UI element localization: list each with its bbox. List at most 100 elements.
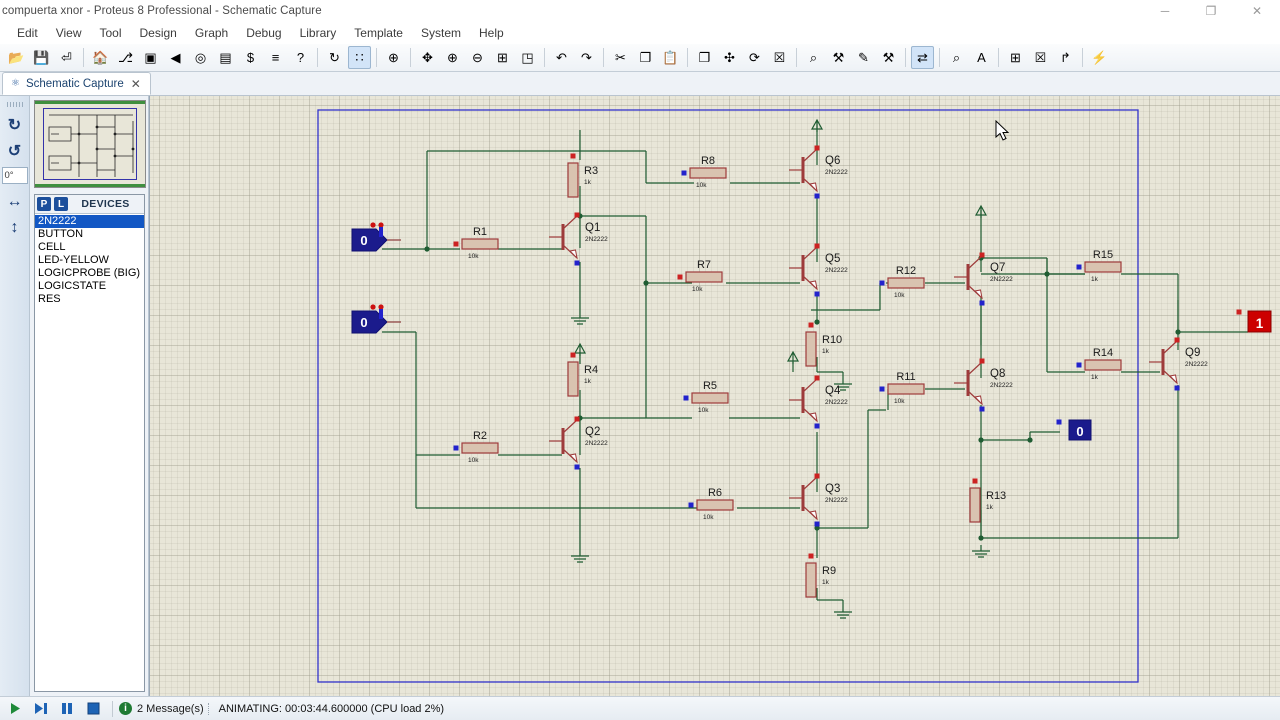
- rotation-angle-field[interactable]: 0°: [1, 167, 28, 184]
- exit-sheet-button[interactable]: ↱: [1054, 46, 1077, 69]
- grid-toggle-button[interactable]: ∷: [348, 46, 371, 69]
- save-button[interactable]: 💾: [30, 46, 53, 69]
- rotate-counterclockwise-button[interactable]: ↺: [7, 143, 22, 160]
- menu-debug[interactable]: Debug: [246, 26, 282, 40]
- menu-edit[interactable]: Edit: [17, 26, 38, 40]
- device-list-item[interactable]: LOGICPROBE (BIG): [38, 267, 141, 279]
- device-list-item[interactable]: LOGICSTATE: [38, 280, 107, 292]
- minimize-button[interactable]: ─: [1160, 4, 1170, 18]
- pan-button[interactable]: ✥: [416, 46, 439, 69]
- library-manager-button[interactable]: L: [54, 197, 68, 211]
- mirror-vertical-button[interactable]: ↕: [10, 219, 19, 236]
- device-list-item[interactable]: CELL: [38, 241, 66, 253]
- home-button[interactable]: 🏠: [89, 46, 112, 69]
- block-move-button[interactable]: ✣: [718, 46, 741, 69]
- report-button[interactable]: ≡: [264, 46, 287, 69]
- device-list-item[interactable]: 2N2222: [35, 215, 144, 228]
- pause-button[interactable]: [54, 698, 80, 720]
- pick-device-button[interactable]: ⌕: [802, 46, 825, 69]
- zoom-out-button[interactable]: ⊖: [466, 46, 489, 69]
- overview-preview[interactable]: [34, 100, 146, 188]
- device-list-item[interactable]: LED-YELLOW: [38, 254, 109, 266]
- block-delete-button[interactable]: ☒: [768, 46, 791, 69]
- redo-button[interactable]: ↷: [575, 46, 598, 69]
- device-list-item[interactable]: RES: [38, 293, 61, 305]
- schematic-capture-button[interactable]: ⎇: [114, 46, 137, 69]
- bill-of-materials-button[interactable]: ▤: [214, 46, 237, 69]
- resistor-body[interactable]: [689, 167, 727, 179]
- resistor-body[interactable]: [691, 392, 729, 404]
- block-copy-button[interactable]: ❐: [693, 46, 716, 69]
- menu-library[interactable]: Library: [299, 26, 337, 40]
- maximize-button[interactable]: ❐: [1205, 4, 1217, 18]
- block-rotate-button[interactable]: ⟳: [743, 46, 766, 69]
- menu-view[interactable]: View: [55, 26, 82, 40]
- simulation-button[interactable]: ◎: [189, 46, 212, 69]
- close-button[interactable]: ✕: [1251, 4, 1263, 18]
- tab-schematic-capture[interactable]: ⚛ Schematic Capture ✕: [2, 72, 151, 95]
- resistor-body[interactable]: [1084, 261, 1122, 273]
- stop-button[interactable]: [80, 698, 106, 720]
- menu-help[interactable]: Help: [479, 26, 504, 40]
- resistor-body[interactable]: [567, 162, 579, 198]
- resistor-body[interactable]: [969, 487, 981, 523]
- resistor-body[interactable]: [696, 499, 734, 511]
- transistor-emitter-arrow: [808, 412, 818, 423]
- netlist-button[interactable]: ⚡: [1088, 46, 1111, 69]
- zoom-all-button[interactable]: ◳: [516, 46, 539, 69]
- tab-close-icon[interactable]: ✕: [130, 76, 141, 91]
- packaging-tool-button[interactable]: ✎: [852, 46, 875, 69]
- logic-state-body[interactable]: [1068, 419, 1092, 441]
- rotate-clockwise-button[interactable]: ↻: [7, 117, 22, 134]
- property-assignment-button[interactable]: A: [970, 46, 993, 69]
- search-tag-button[interactable]: ⌕: [945, 46, 968, 69]
- logic-input-body[interactable]: [351, 310, 388, 334]
- resistor-body[interactable]: [685, 271, 723, 283]
- zoom-area-button[interactable]: ⊞: [491, 46, 514, 69]
- resistor-body[interactable]: [1084, 359, 1122, 371]
- undo-button[interactable]: ↶: [550, 46, 573, 69]
- copy-button[interactable]: ❐: [634, 46, 657, 69]
- menu-design[interactable]: Design: [139, 26, 177, 40]
- menu-graph[interactable]: Graph: [194, 26, 229, 40]
- resistor-body[interactable]: [461, 238, 499, 250]
- menu-system[interactable]: System: [420, 26, 461, 40]
- new-sheet-button[interactable]: ⊞: [1004, 46, 1027, 69]
- resistor-body[interactable]: [887, 277, 925, 289]
- decompose-icon: ⚒: [882, 50, 895, 65]
- cut-button[interactable]: ✂: [609, 46, 632, 69]
- toolbar-grip-icon[interactable]: [6, 102, 23, 107]
- device-list-item[interactable]: BUTTON: [38, 228, 84, 240]
- resistor-body[interactable]: [887, 383, 925, 395]
- paste-button[interactable]: 📋: [659, 46, 682, 69]
- pick-from-libraries-button[interactable]: P: [37, 197, 51, 211]
- resistor-body[interactable]: [805, 562, 817, 598]
- make-device-button[interactable]: ⚒: [827, 46, 850, 69]
- open-folder-button[interactable]: 📂: [5, 46, 28, 69]
- menu-template[interactable]: Template: [354, 26, 403, 40]
- refresh-button[interactable]: ↻: [323, 46, 346, 69]
- decompose-button[interactable]: ⚒: [877, 46, 900, 69]
- play-button[interactable]: [2, 698, 28, 720]
- logic-input-body[interactable]: [351, 228, 388, 252]
- mirror-horizontal-button[interactable]: ↔: [6, 193, 23, 210]
- resistor-body[interactable]: [805, 331, 817, 367]
- message-count-area[interactable]: i 2 Message(s): [119, 702, 204, 715]
- origin-button[interactable]: ⊕: [382, 46, 405, 69]
- pcb-layout-button[interactable]: ▣: [139, 46, 162, 69]
- resistor-body[interactable]: [567, 361, 579, 397]
- 3d-viewer-button[interactable]: ◀: [164, 46, 187, 69]
- import-export-button[interactable]: ⏎: [55, 46, 78, 69]
- logic-probe-body[interactable]: [1247, 310, 1272, 333]
- zoom-in-button[interactable]: ⊕: [441, 46, 464, 69]
- remove-sheet-button[interactable]: ☒: [1029, 46, 1052, 69]
- design-explorer-button[interactable]: $: [239, 46, 262, 69]
- resistor-body[interactable]: [461, 442, 499, 454]
- step-button[interactable]: [28, 698, 54, 720]
- menu-tool[interactable]: Tool: [99, 26, 122, 40]
- wire-autorouter-button[interactable]: ⇄: [911, 46, 934, 69]
- help-button[interactable]: ?: [289, 46, 312, 69]
